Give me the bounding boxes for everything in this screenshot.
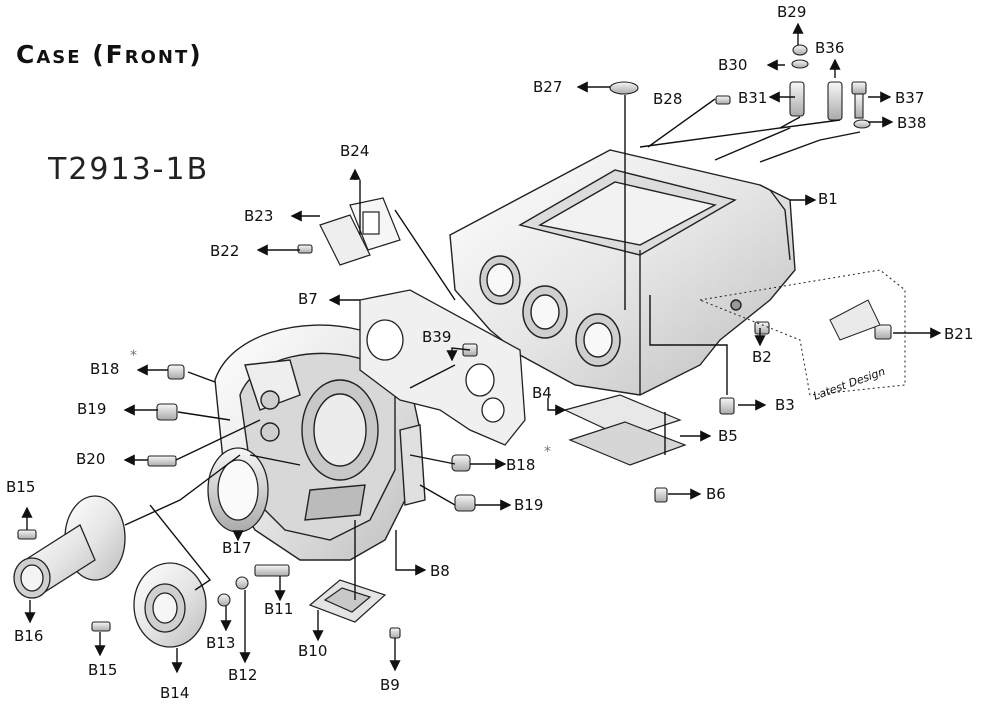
callout-b19b: B19 [514,496,543,514]
callout-b8: B8 [430,562,450,580]
callout-b4: B4 [532,384,552,402]
callout-b36: B36 [815,39,844,57]
callout-b18a: B18 [90,360,119,378]
callout-b16: B16 [14,627,43,645]
input-retainer [13,495,126,599]
callout-b24: B24 [340,142,369,160]
part-number: T2913-1B [48,152,210,180]
callout-b23: B23 [244,207,273,225]
gasket-b7 [359,289,526,446]
asterisk-mark: * [130,348,137,364]
callout-b38: B38 [897,114,926,132]
callout-b13: B13 [206,634,235,652]
callout-b20: B20 [76,450,105,468]
hardware [17,44,892,639]
page-title: Case (Front) [16,40,203,69]
callout-b15b: B15 [88,661,117,679]
callout-b31: B31 [738,89,767,107]
bearing-retainer-plate [207,447,269,533]
callout-b7: B7 [298,290,318,308]
transmission-case [449,149,796,396]
callout-b2: B2 [752,348,772,366]
leader-lines [21,22,942,674]
callout-b39: B39 [422,328,451,346]
callout-b18b: B18 [506,456,535,474]
inspection-cover-b10 [308,579,387,623]
callout-b29: B29 [777,3,806,21]
callout-b22: B22 [210,242,239,260]
flange-b14 [133,562,207,648]
callout-b3: B3 [775,396,795,414]
callout-b37: B37 [895,89,924,107]
callout-b6: B6 [706,485,726,503]
callout-b9: B9 [380,676,400,694]
cover-plates-b23-b24 [319,197,401,266]
callout-b17: B17 [222,539,251,557]
callout-b12: B12 [228,666,257,684]
callout-b27: B27 [533,78,562,96]
callout-b21: B21 [944,325,973,343]
callout-b1: B1 [818,190,838,208]
callout-b30: B30 [718,56,747,74]
asterisk-mark: * [544,444,551,460]
callout-b5: B5 [718,427,738,445]
callout-b10: B10 [298,642,327,660]
side-covers-b4-b5 [563,394,687,466]
callout-b19a: B19 [77,400,106,418]
callout-labels: B1B2B3B4B5B6B7B8B9B10B11B12B13B14B15B15B… [6,3,973,702]
callout-b14: B14 [160,684,189,702]
callout-b15a: B15 [6,478,35,496]
inset-label: Latest Design [812,365,887,403]
callout-b11: B11 [264,600,293,618]
callout-b28: B28 [653,90,682,108]
